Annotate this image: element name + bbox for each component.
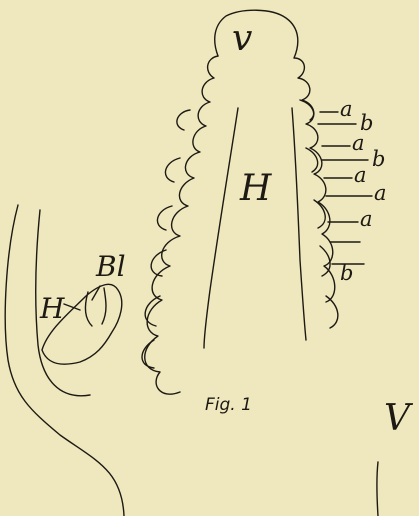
side-label: b: [340, 261, 353, 285]
core-line-right: [292, 108, 306, 340]
label-edge-mark: V: [384, 398, 414, 439]
side-label: a: [352, 131, 365, 155]
side-label: b: [372, 147, 385, 171]
figure-caption: Fig. 1: [205, 395, 252, 415]
side-label: a: [360, 207, 373, 231]
side-label: a: [354, 163, 367, 187]
main-process-outline-left: [145, 56, 218, 394]
outer-contour-right: [377, 462, 378, 516]
side-label: a: [374, 181, 387, 205]
label-bud-core: H: [39, 292, 65, 325]
label-tip: v: [232, 18, 252, 59]
label-bud: Bl: [95, 250, 126, 283]
core-line-left: [204, 108, 238, 348]
right-folds: [300, 100, 338, 328]
label-main-core: H: [239, 168, 272, 209]
side-label: a: [340, 97, 353, 121]
